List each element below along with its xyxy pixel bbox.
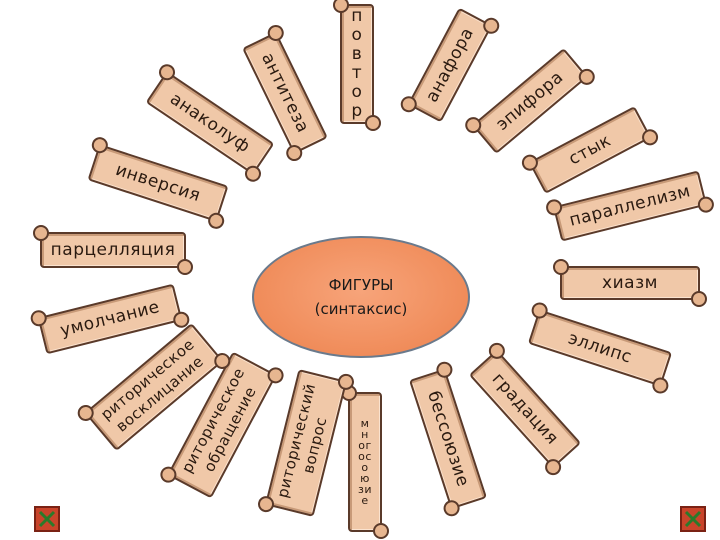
label-epifora: эпифора: [492, 67, 568, 135]
scroll-mnogosoyuzie: многосоюзие: [341, 385, 389, 539]
scroll-ellips: эллипс: [527, 309, 673, 387]
cross-x-icon: [38, 510, 56, 528]
scroll-hiazm: хиазм: [553, 259, 707, 307]
label-parallelizm: параллелизм: [567, 181, 693, 231]
label-bessoyuzie: бессоюзие: [423, 388, 473, 490]
center-subtitle: (синтаксис): [314, 300, 408, 318]
label-mnogosoyuzie: многосоюзие: [358, 417, 372, 507]
label-parcellyaciya: парцелляция: [50, 240, 176, 260]
scroll-ritor-vopros: риторический вопрос: [264, 369, 348, 517]
label-styk: стык: [565, 130, 615, 170]
scroll-anafora: анафора: [407, 7, 493, 123]
scroll-parallelizm: параллелизм: [552, 170, 708, 242]
scroll-umolchanie: умолчание: [37, 283, 183, 355]
label-umolchanie: умолчание: [58, 296, 162, 342]
label-povtor: повтор: [351, 6, 363, 121]
label-gradaciya: градация: [487, 369, 563, 449]
nav-right-button[interactable]: [680, 506, 706, 532]
scroll-gradaciya: градация: [468, 349, 582, 469]
label-hiazm: хиазм: [602, 273, 658, 293]
scroll-anakoluf: анаколуф: [145, 70, 275, 176]
scroll-povtor: повтор: [333, 0, 381, 131]
label-anakoluf: анаколуф: [166, 88, 254, 158]
scroll-styk: стык: [528, 105, 652, 195]
label-ellips: эллипс: [565, 328, 635, 368]
center-title: ФИГУРЫ: [328, 276, 394, 294]
scroll-parcellyaciya: парцелляция: [33, 225, 193, 275]
label-anafora: анафора: [422, 24, 478, 106]
scroll-inversiya: инверсия: [87, 143, 229, 223]
cross-x-icon: [684, 510, 702, 528]
center-oval: ФИГУРЫ (синтаксис): [252, 236, 470, 358]
label-inversiya: инверсия: [113, 159, 203, 207]
scroll-bessoyuzie: бессоюзие: [408, 368, 488, 510]
scroll-epifora: эпифора: [471, 47, 589, 155]
label-antiteza: антитеза: [257, 49, 313, 137]
nav-left-button[interactable]: [34, 506, 60, 532]
